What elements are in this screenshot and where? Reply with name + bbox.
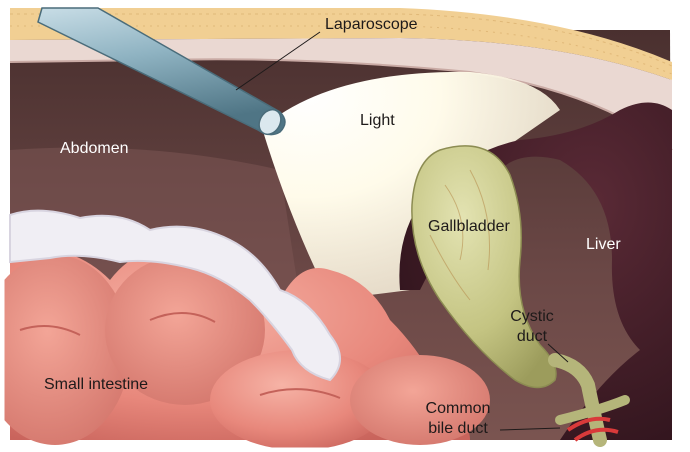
gallbladder-label: Gallbladder [428,218,510,236]
cystic-duct-label-line2: duct [500,328,564,346]
liver-label: Liver [586,236,621,254]
light-label: Light [360,112,395,130]
laparoscope-label: Laparoscope [325,16,418,34]
common-bile-duct-label-line1: Common [410,400,506,418]
small-intestine-label: Small intestine [44,376,148,394]
cystic-duct-label-line1: Cystic [500,308,564,326]
abdomen-label: Abdomen [60,140,129,158]
common-bile-duct-label-line2: bile duct [410,420,506,438]
